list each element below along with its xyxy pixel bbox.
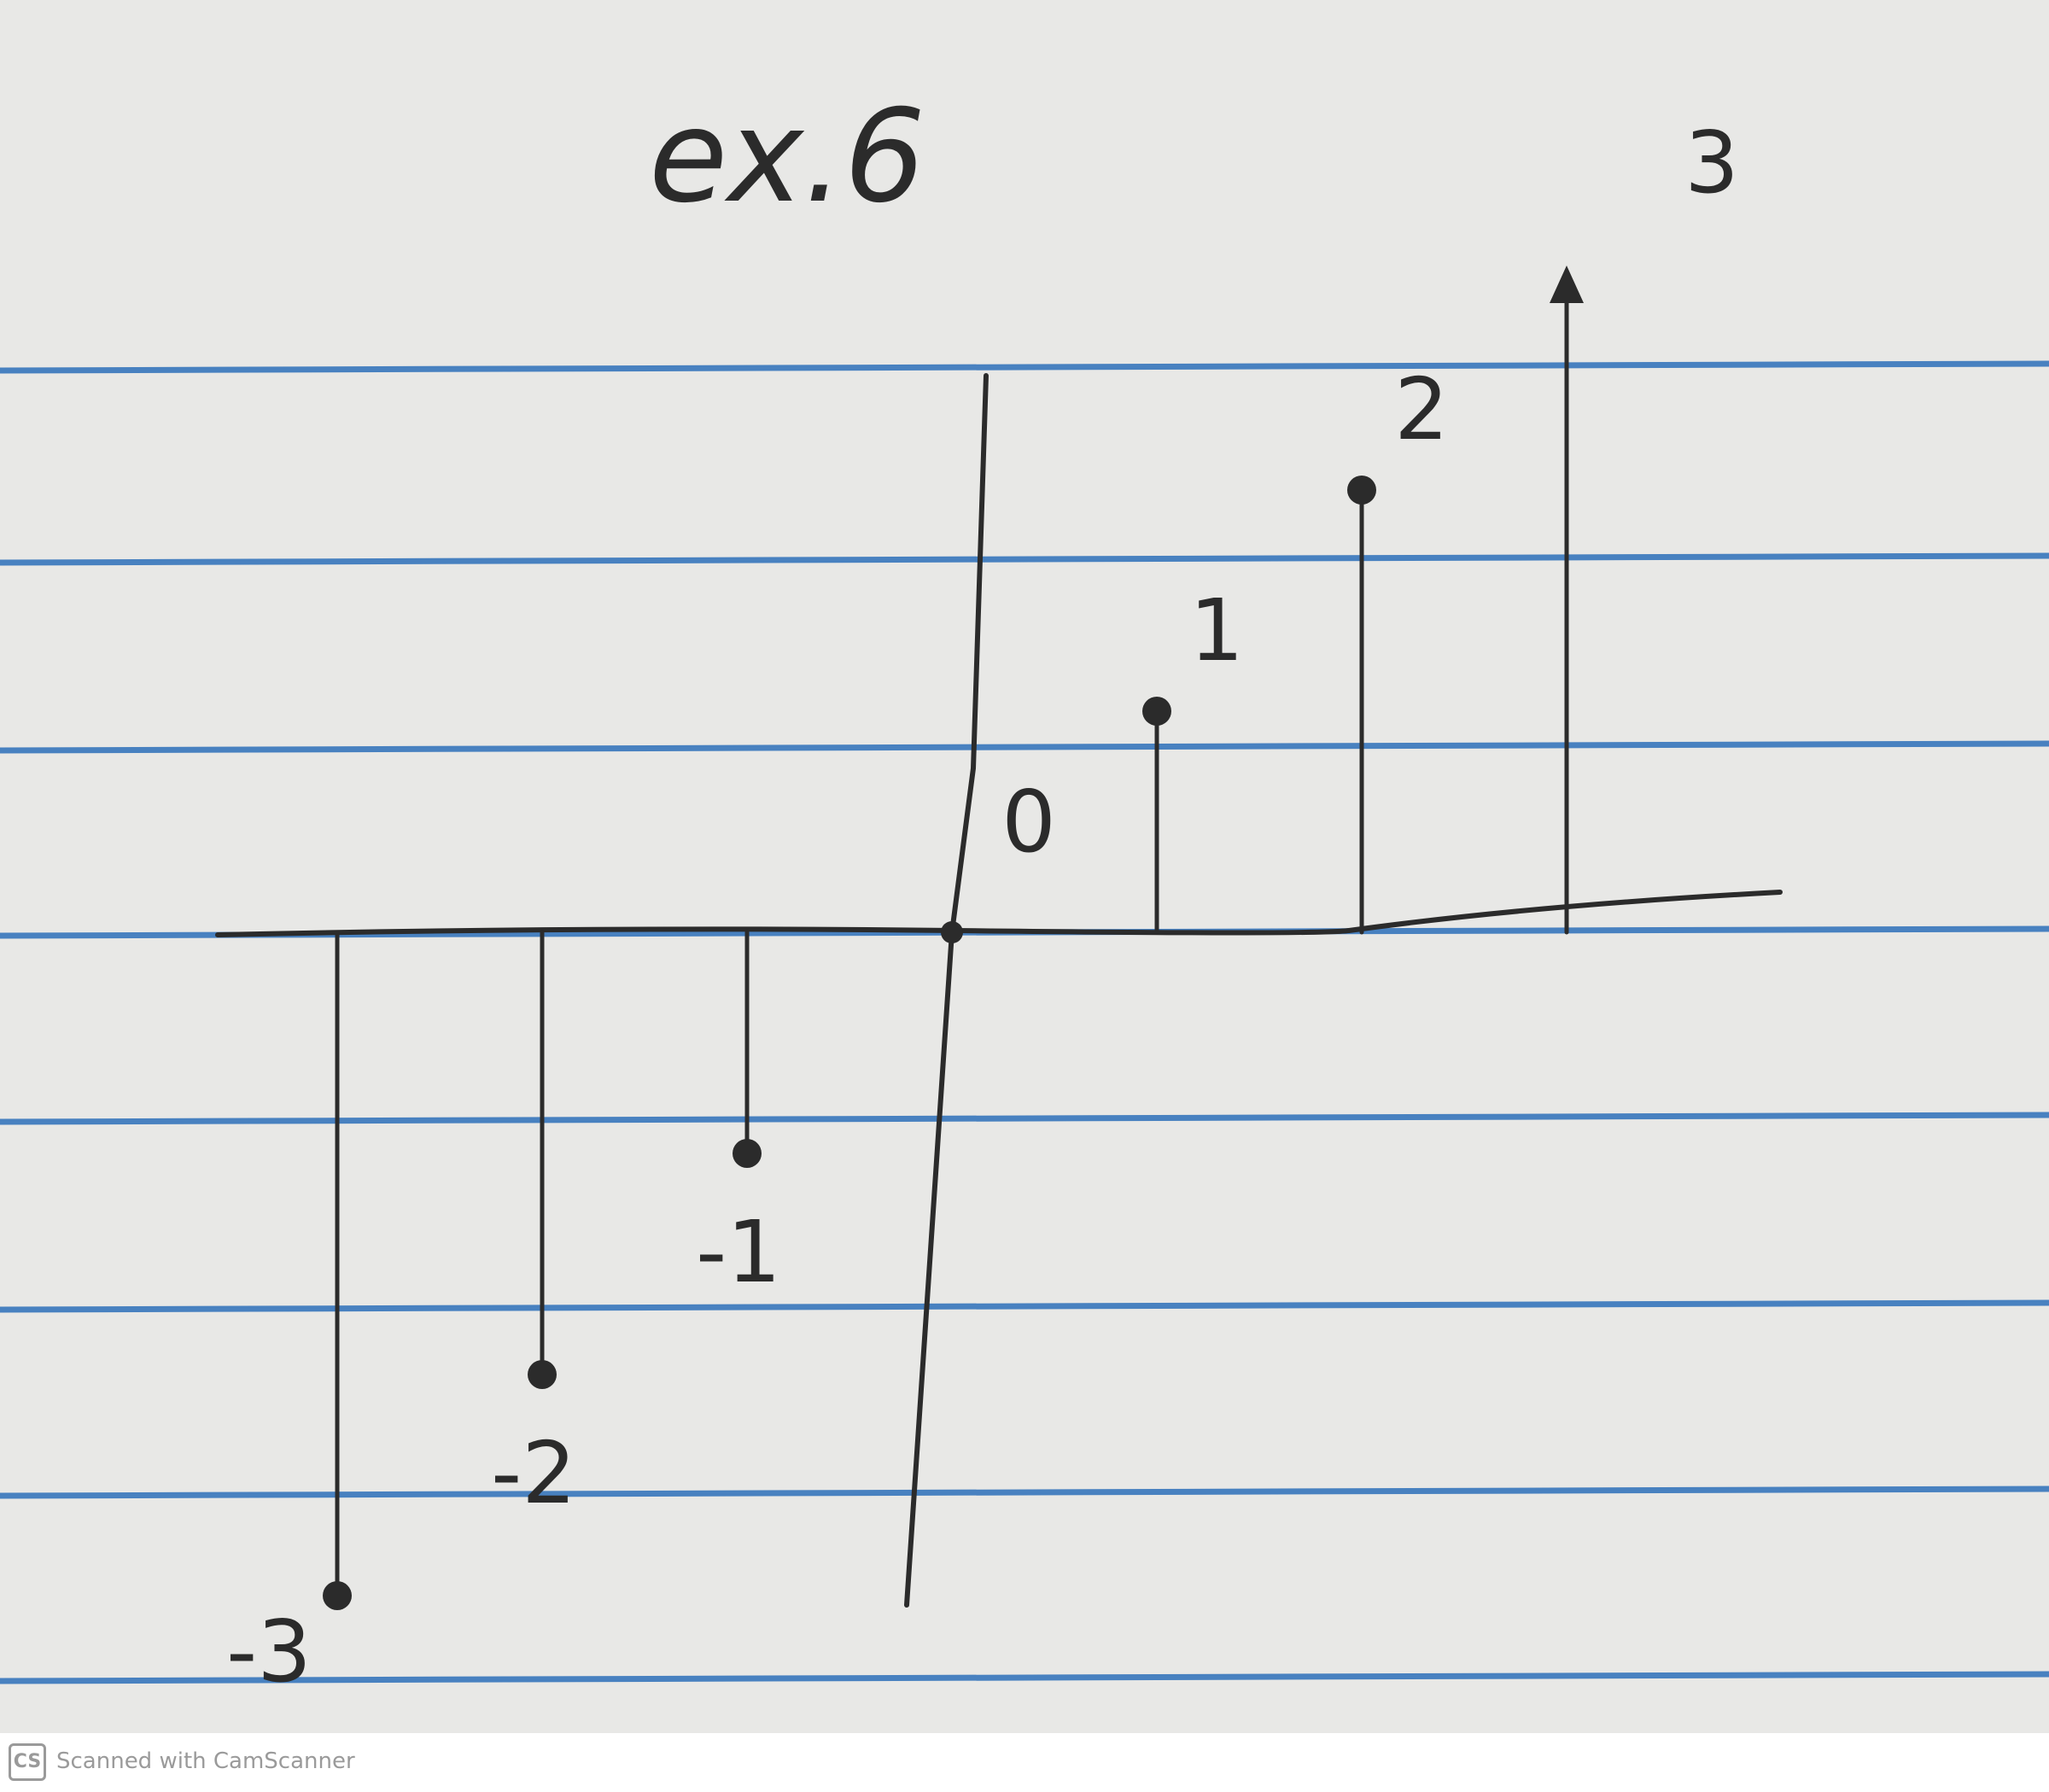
notebook-rule-line [0, 1486, 2049, 1499]
value-label: -3 [226, 1602, 312, 1702]
notebook-rules [0, 360, 2049, 1684]
value-label: 0 [1001, 772, 1056, 872]
notebook-rule-line [0, 1299, 2049, 1313]
stem-marker [528, 1360, 557, 1389]
stem-marker [941, 921, 963, 943]
stem-marker [323, 1581, 352, 1610]
chart-title: ex.6 [649, 83, 925, 231]
notebook-rule-line [0, 1671, 2049, 1684]
value-label: 1 [1189, 581, 1244, 680]
y-axis-line [904, 373, 989, 1608]
x-axis-line [215, 890, 1783, 937]
value-label: -1 [696, 1202, 781, 1302]
stem-marker [1347, 476, 1376, 505]
notebook-rule-line [0, 1112, 2049, 1125]
scanner-footer [0, 1733, 2049, 1792]
value-label: 3 [1684, 113, 1739, 213]
stem-arrowhead [1550, 266, 1584, 303]
camscanner-logo-icon: CS [9, 1743, 46, 1781]
notebook-rule-line [0, 740, 2049, 754]
notebook-rule-line [0, 360, 2049, 374]
value-label: -2 [491, 1423, 576, 1523]
axes [215, 373, 1783, 1608]
value-label: 2 [1394, 359, 1449, 459]
stems [323, 266, 1584, 1610]
notebook-rule-line [0, 552, 2049, 566]
stem-marker [1142, 697, 1171, 726]
scanner-watermark-text: Scanned with CamScanner [56, 1748, 355, 1774]
value-labels: -3 -2 -1 0 1 2 3 [226, 113, 1739, 1702]
stem-marker [733, 1139, 762, 1168]
